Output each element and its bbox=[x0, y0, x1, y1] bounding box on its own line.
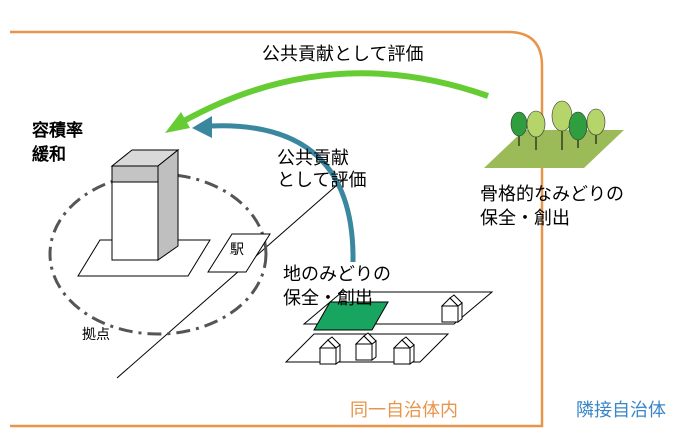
houses bbox=[318, 294, 463, 365]
station-plot bbox=[207, 233, 271, 273]
blue-arrow-label-line1: 公共貢献 bbox=[277, 148, 349, 169]
far-relaxation-label-line2: 緩和 bbox=[32, 145, 66, 165]
adjacent-municipality-label: 隣接自治体 bbox=[576, 400, 666, 421]
railway-line bbox=[116, 177, 346, 379]
municipality-boundary bbox=[10, 30, 544, 428]
hub-label: 拠点 bbox=[82, 327, 110, 343]
blue-arrow-head bbox=[192, 116, 212, 138]
forest-ground bbox=[484, 130, 624, 168]
backbone-green-label-line2: 保全・創出 bbox=[480, 208, 570, 229]
same-municipality-label: 同一自治体内 bbox=[350, 400, 458, 421]
far-relaxation-label-line1: 容積率 bbox=[32, 121, 83, 141]
blue-arrow-label-line2: として評価 bbox=[277, 170, 367, 191]
station-label: 駅 bbox=[230, 242, 244, 258]
local-green-label-line2: 保全・創出 bbox=[283, 288, 373, 309]
blue-arrow bbox=[209, 123, 356, 263]
local-green-lot bbox=[313, 301, 389, 331]
high-rise-building bbox=[110, 148, 180, 261]
backbone-green-label-line1: 骨格的なみどりの bbox=[480, 184, 624, 205]
local-green-label-line1: 地のみどりの bbox=[283, 264, 391, 285]
trees bbox=[510, 100, 606, 150]
green-arrow-head bbox=[165, 112, 190, 133]
green-arrow-label: 公共貢献として評価 bbox=[262, 44, 424, 65]
green-arrow bbox=[180, 70, 490, 125]
